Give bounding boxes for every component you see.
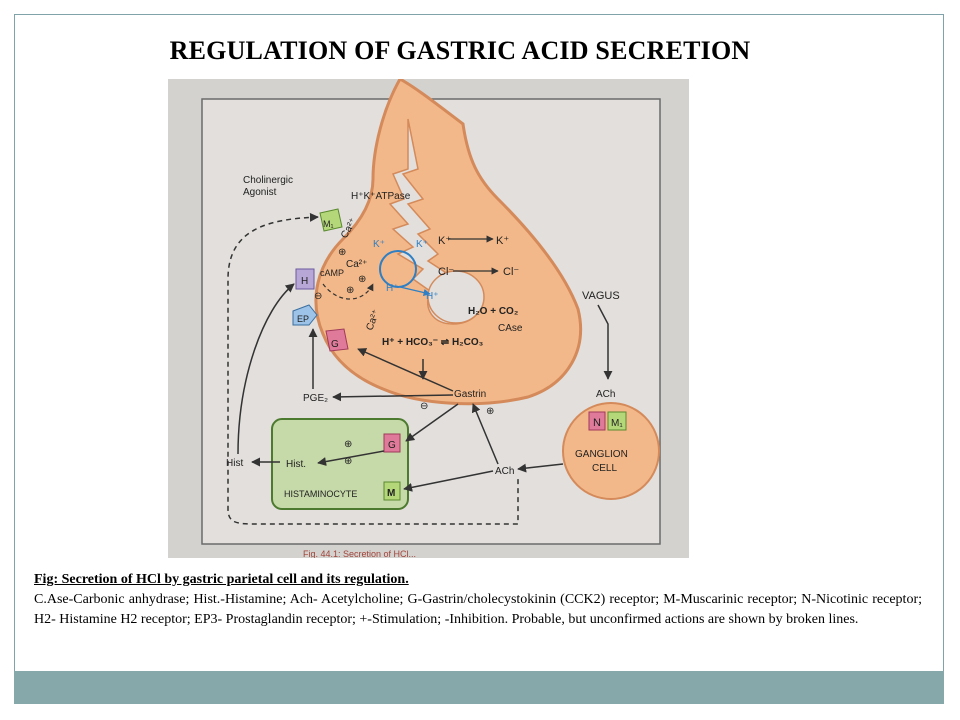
- dashed-camp-arrow: [322, 283, 374, 300]
- ach-top-label: ACh: [596, 389, 615, 400]
- h-receptor: H: [295, 268, 315, 290]
- ca-label-2: Ca²⁺: [346, 259, 367, 270]
- n-receptor: N: [588, 411, 606, 431]
- slide-title-text: REGULATION OF GASTRIC ACID SECRETION: [169, 36, 751, 65]
- plus-sign-5: ⊕: [344, 439, 352, 450]
- pge2-label: PGE₂: [303, 393, 328, 404]
- ep-receptor: EP: [292, 304, 318, 326]
- h2o-co2-label: H₂O + CO₂: [468, 306, 518, 317]
- plus-sign-2: ⊕: [358, 274, 366, 285]
- gastrin-to-histaminocyte-arrow: [405, 403, 459, 442]
- hist-out-label: Hist: [226, 458, 243, 469]
- cholinergic-label: Cholinergic: [243, 175, 293, 186]
- k-plus-label: K⁺: [373, 239, 385, 250]
- plus-sign-1: ⊕: [338, 247, 346, 258]
- gastrin-to-g-arrow: [357, 348, 454, 392]
- g-receptor: G: [325, 328, 349, 352]
- histaminocyte-label: HISTAMINOCYTE: [284, 489, 357, 499]
- m1-ganglion-receptor: M₁: [607, 411, 627, 431]
- camp-label: cAMP: [320, 268, 344, 278]
- g-histaminocyte-receptor: G: [383, 433, 401, 453]
- svg-text:N: N: [593, 417, 601, 429]
- caption-body: C.Ase-Carbonic anhydrase; Hist.-Histamin…: [34, 592, 922, 627]
- minus-sign-2: ⊖: [420, 401, 428, 412]
- parietal-cell: [314, 79, 583, 406]
- vagus-label: VAGUS: [582, 290, 620, 302]
- svg-text:M: M: [387, 488, 395, 499]
- gastrin-to-pge2-arrow: [332, 392, 454, 402]
- k-plus-right-label: K⁺: [438, 235, 451, 247]
- h-flux-arrow: [399, 286, 431, 297]
- svg-text:H: H: [301, 276, 308, 287]
- footer-bar: [14, 671, 944, 704]
- svg-text:EP: EP: [297, 314, 309, 324]
- figure-caption: Fig: Secretion of HCl by gastric parieta…: [34, 570, 922, 630]
- atpase-label: H⁺K⁺ATPase: [351, 191, 411, 202]
- k-plus-right-label-2: K⁺: [496, 235, 509, 247]
- reaction-label: H⁺ + HCO₃⁻ ⇌ H₂CO₃: [382, 337, 484, 348]
- ach-to-gastrin-arrow: [471, 403, 499, 465]
- plus-sign-4: ⊕: [486, 406, 494, 417]
- vagus-arrow: [597, 304, 613, 380]
- svg-text:G: G: [331, 339, 339, 350]
- diagram-photo: Cholinergic Agonist H⁺K⁺ATPase K⁺ K⁺ K⁺ …: [168, 79, 689, 558]
- svg-text:G: G: [388, 440, 396, 451]
- h-plus-label-2: H⁺: [426, 291, 439, 302]
- agonist-label: Agonist: [243, 187, 277, 198]
- hist-in-arrow: [317, 450, 385, 466]
- ganglion-cell: [562, 402, 660, 500]
- hist-to-h-arrow: [237, 283, 295, 455]
- h-plus-label: H⁺: [386, 283, 399, 294]
- slide-title: REGULATION OF GASTRIC ACID SECRETION: [0, 36, 960, 66]
- case-label: CAse: [498, 323, 523, 334]
- m-histaminocyte-receptor: M: [383, 481, 401, 501]
- minus-sign-1: ⊖: [314, 291, 322, 302]
- dashed-agonist-arrow: [227, 212, 519, 525]
- ganglion-to-ach-arrow: [517, 463, 564, 473]
- ach-mid-label: ACh: [495, 466, 514, 477]
- plus-sign-3: ⊕: [346, 285, 354, 296]
- atpase-pump: [379, 250, 417, 288]
- cl-minus-label: Cl⁻: [438, 266, 454, 278]
- ach-to-m-arrow: [403, 470, 494, 492]
- plus-sign-6: ⊕: [344, 456, 352, 467]
- k-plus-label-2: K⁺: [416, 239, 428, 250]
- ganglion-label: GANGLION: [575, 449, 628, 460]
- gastrin-label: Gastrin: [454, 389, 486, 400]
- cl-minus-label-2: Cl⁻: [503, 266, 519, 278]
- caption-title: Fig: Secretion of HCl by gastric parieta…: [34, 572, 409, 587]
- svg-text:M₁: M₁: [323, 219, 334, 229]
- book-fig-label: Fig. 44.1: Secretion of HCl...: [303, 549, 416, 558]
- cell-label: CELL: [592, 463, 617, 474]
- svg-text:M₁: M₁: [611, 418, 623, 429]
- histaminocyte-box: [271, 418, 409, 510]
- hist-in-label: Hist.: [286, 459, 306, 470]
- m1-receptor: M₁: [319, 208, 343, 232]
